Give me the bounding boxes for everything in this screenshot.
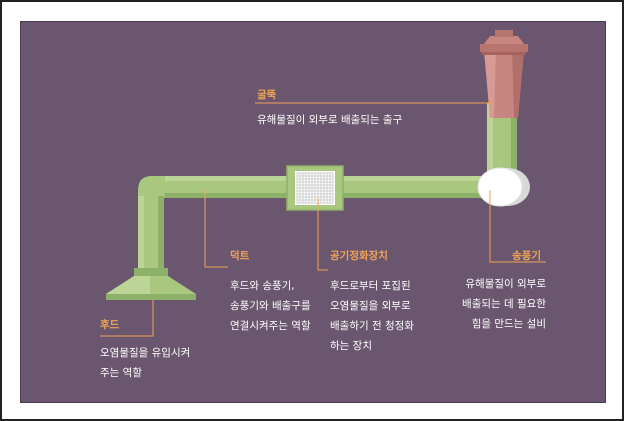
hood-desc-line: 주는 역할 <box>100 367 142 379</box>
fan-label: 송풍기 <box>512 250 541 262</box>
chimney-desc: 유해물질이 외부로 배출되는 출구 <box>257 110 402 130</box>
fan-desc: 유해물질이 외부로 배출되는 데 필요한 힘을 만드는 설비 <box>446 274 546 334</box>
air-purifier-leader <box>317 198 328 271</box>
chimney-desc-line: 유해물질이 외부로 배출되는 출구 <box>257 114 403 126</box>
air-purifier-label: 공기정화장치 <box>330 250 388 262</box>
fan-desc-line: 배출되는 데 필요한 <box>462 298 546 310</box>
air-purifier-desc: 후드로부터 포집된 오염물질을 외부로 배출하기 전 청정화 하는 장치 <box>330 276 414 356</box>
air-purifier-desc-line: 오염물질을 외부로 <box>330 300 411 312</box>
fan-leader <box>489 190 546 263</box>
air-purifier <box>286 165 344 211</box>
hood-label: 후드 <box>100 319 120 331</box>
air-purifier-desc-line: 하는 장치 <box>330 340 372 352</box>
air-purifier-desc-line: 후드로부터 포집된 <box>330 280 411 292</box>
duct-desc-line: 후드와 송풍기, <box>230 280 295 292</box>
hood-desc-line: 오염물질을 유입시켜 <box>100 347 191 359</box>
hood <box>106 268 196 300</box>
leader-lines <box>100 102 546 337</box>
fan-desc-line: 유해물질이 외부로 <box>465 278 546 290</box>
duct-desc-line: 송풍기와 배출구를 <box>230 300 311 312</box>
fan <box>477 167 530 207</box>
chimney <box>480 30 528 118</box>
duct-desc-line: 연결시켜주는 역할 <box>230 320 311 332</box>
air-purifier-desc-line: 배출하기 전 청정화 <box>330 320 414 332</box>
chimney-label: 굴뚝 <box>257 89 277 101</box>
fan-desc-line: 힘을 만드는 설비 <box>471 318 546 330</box>
hood-leader <box>100 300 154 337</box>
hood-desc: 오염물질을 유입시켜 주는 역할 <box>100 343 190 383</box>
duct-desc: 후드와 송풍기, 송풍기와 배출구를 연결시켜주는 역할 <box>230 276 311 336</box>
duct-leader <box>204 190 228 268</box>
duct-label: 덕트 <box>230 250 250 262</box>
chimney-leader-dot <box>488 101 492 105</box>
